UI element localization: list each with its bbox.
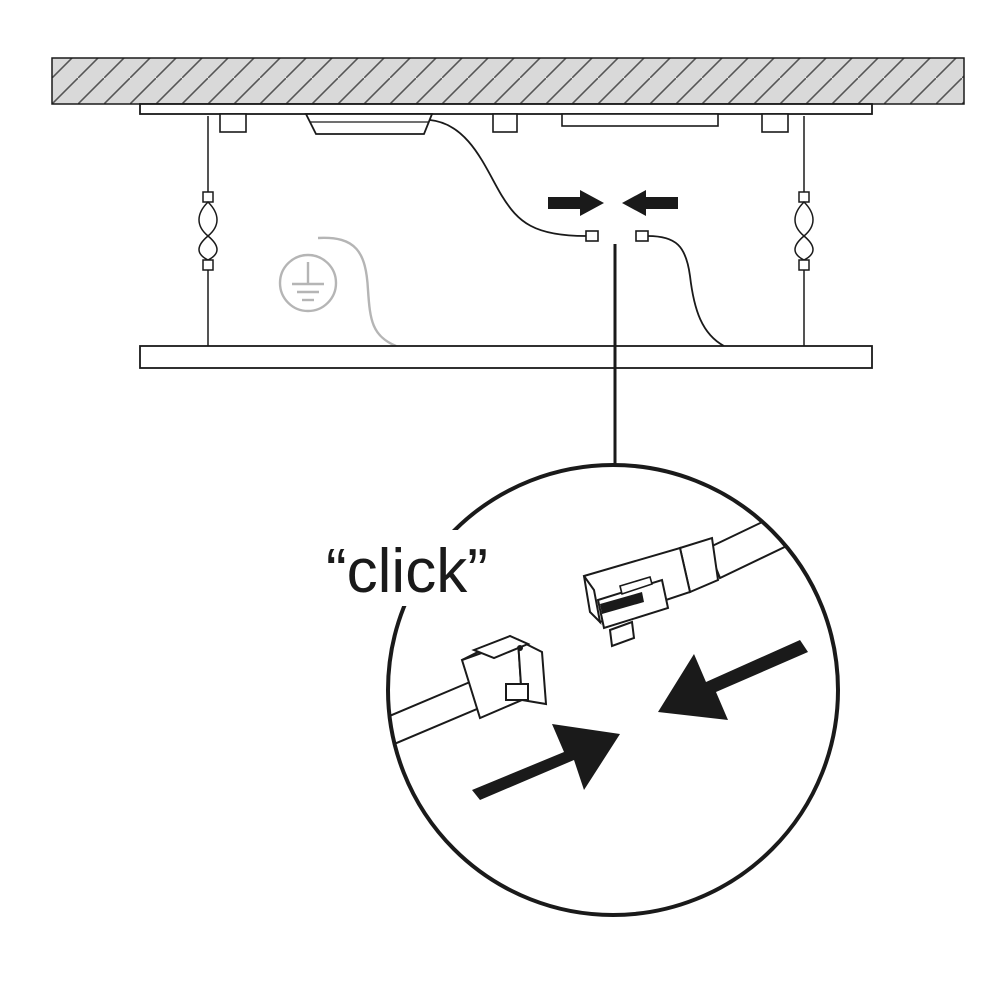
luminaire-panel	[139, 345, 873, 369]
female-connector	[582, 502, 822, 648]
mounting-clip-right	[761, 113, 789, 133]
arrow-left-icon	[622, 190, 678, 216]
suspension-cable-left	[198, 116, 218, 346]
zoom-detail	[386, 463, 840, 917]
driver-box	[304, 113, 434, 135]
male-connector	[388, 634, 548, 752]
click-label-background	[318, 530, 554, 606]
click-label: “click”	[326, 537, 488, 606]
arrow-push-in-icon	[472, 724, 620, 800]
mounting-clip-center	[492, 113, 518, 133]
protective-earth-ground-icon	[278, 236, 397, 348]
mounting-plate	[139, 103, 873, 135]
mounting-clip-left	[219, 113, 247, 133]
cable-right	[635, 230, 725, 347]
cable-left	[429, 119, 599, 242]
mounting-slot	[561, 113, 719, 127]
suspension-cable-right	[794, 116, 814, 346]
arrow-right-icon	[548, 190, 604, 216]
ceiling	[51, 57, 965, 105]
arrow-push-out-icon	[658, 640, 808, 720]
